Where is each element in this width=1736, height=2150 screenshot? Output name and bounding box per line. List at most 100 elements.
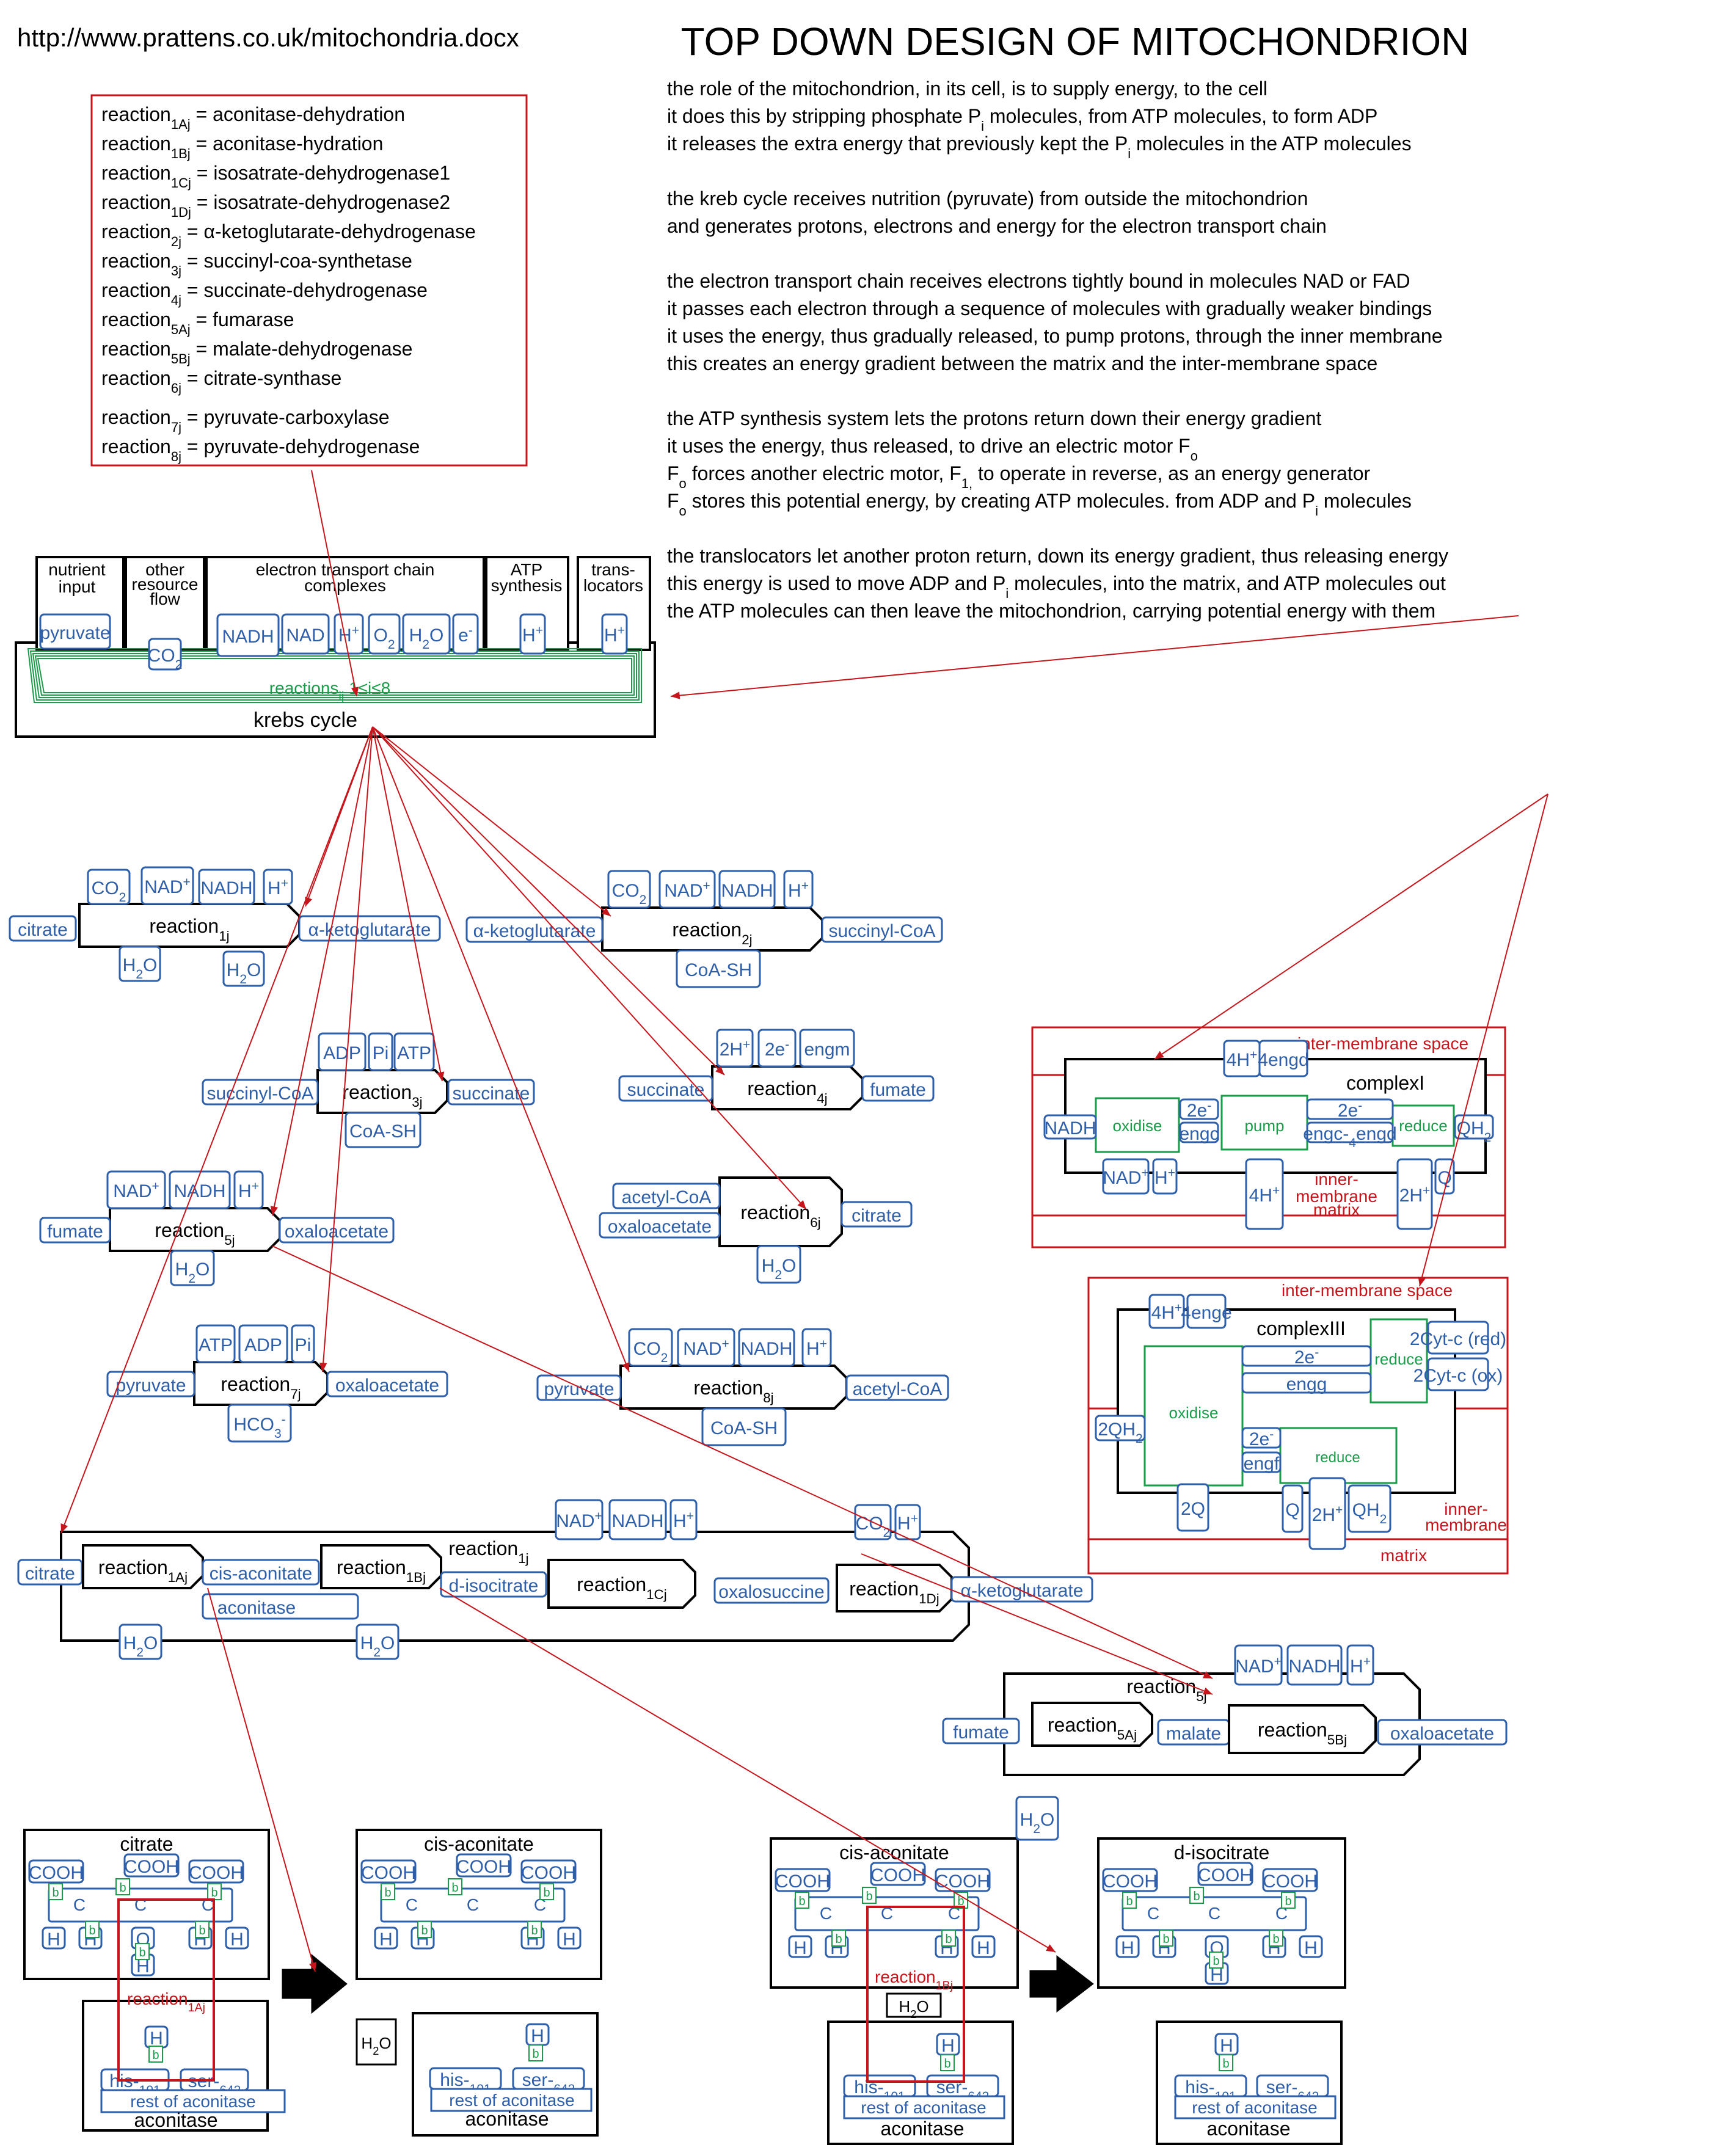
legend-base: reaction: [101, 279, 171, 301]
top-token-box: [658, 870, 716, 909]
formula-part: H: [673, 1511, 687, 1531]
formula-charge: +: [703, 879, 710, 893]
formula-part: 2: [188, 1272, 195, 1286]
input-token-box: [599, 1212, 721, 1239]
top-token-box: [263, 869, 293, 905]
description-line: it releases the extra energy that previo…: [667, 133, 1412, 161]
output-token-box: [950, 1576, 1093, 1603]
bond-label: b: [52, 1886, 59, 1900]
carbon-chain: [794, 1896, 980, 1931]
output-token-box: [821, 916, 943, 943]
formula-part: acetyl-CoA: [853, 1379, 943, 1399]
label-sub: 1Bj: [936, 1979, 953, 1992]
arrow-head: [270, 1206, 279, 1215]
bottom-token-box: [119, 946, 161, 982]
atom-token: H: [563, 1930, 576, 1950]
r1a-label: reaction1Aj: [127, 1989, 205, 2014]
mid-token-box: [440, 1571, 547, 1598]
formula-part: 2: [422, 638, 429, 652]
connector-arrow: [1154, 793, 1548, 1060]
reaction-1Dj-label: reaction1Dj: [849, 1578, 939, 1606]
formula-part: QH: [1108, 1419, 1136, 1440]
formula-charge: +: [252, 1179, 259, 1193]
legend-item: reaction4j = succinate-dehydrogenase: [101, 279, 428, 308]
legend-base: reaction: [101, 220, 171, 242]
formula-part: H: [409, 625, 423, 646]
top-token-box: [291, 1324, 315, 1363]
top-token-box: [368, 1032, 393, 1071]
complex-token: NAD+: [1103, 1166, 1149, 1189]
top-token-box: [716, 1029, 754, 1068]
atom-token: H: [793, 1938, 807, 1958]
reaction-1j-label: reaction1j: [149, 915, 229, 944]
complex-token-box: [1095, 1415, 1146, 1441]
atom-token: COOH: [775, 1871, 830, 1892]
top-token: NAD+: [1235, 1655, 1282, 1677]
input-token: fumate: [953, 1722, 1009, 1743]
formula-part: NAD: [286, 625, 324, 646]
formula-part: NADH: [222, 627, 274, 647]
formula-charge: +: [1175, 1301, 1182, 1315]
formula-charge: +: [536, 624, 543, 638]
description-line: and generates protons, electrons and ene…: [667, 215, 1327, 237]
bond-box: [1189, 1887, 1204, 1904]
top-token: Pi: [295, 1335, 312, 1355]
formula-charge: -: [1358, 1099, 1362, 1113]
formula-part: H: [175, 1259, 189, 1280]
citrate-panel-title: citrate: [120, 1833, 173, 1855]
reaction-5Aj-box: [1031, 1702, 1153, 1747]
carbon-label: C: [881, 1904, 893, 1923]
water-token-box: [1015, 1796, 1059, 1841]
legend-sub: 1Dj: [171, 205, 191, 220]
legend-base: reaction: [101, 250, 171, 272]
legend-rest: = isosatrate-dehydrogenase1: [191, 162, 450, 184]
legend-rest: = aconitase-dehydration: [191, 103, 405, 125]
reaction-1Cj-box: [547, 1559, 696, 1609]
formula-part: H: [563, 1930, 576, 1950]
description-part: molecules: [1318, 490, 1412, 512]
top-token: pyruvate: [40, 623, 110, 643]
atom-token-box: [360, 1859, 417, 1884]
legend-rest: = succinate-dehydrogenase: [181, 279, 428, 301]
bottom-token: CoA-SH: [685, 960, 752, 980]
formula-part: H: [1020, 1810, 1034, 1830]
formula-part: H: [793, 1938, 807, 1958]
formula-part: e: [1305, 1347, 1315, 1368]
top-token: ADP: [244, 1335, 282, 1355]
formula-part: H: [1236, 1050, 1250, 1070]
process-arrow: [1029, 1955, 1094, 2013]
description-part: the translocators let another proton ret…: [667, 545, 1448, 567]
complex-token-box: [1454, 1114, 1494, 1140]
formula-part: engc: [1179, 1124, 1219, 1144]
formula-part: succinate: [453, 1084, 530, 1104]
output-token: α-ketoglutarate: [308, 920, 431, 940]
formula-charge: +: [618, 624, 625, 638]
legend-sub: 2j: [171, 234, 181, 249]
reaction-5Bj-box: [1228, 1704, 1377, 1754]
bond-box: [1159, 1930, 1173, 1947]
output-token: oxaloacetate: [1390, 1724, 1494, 1744]
formula-part: enge: [1191, 1303, 1232, 1323]
label-base: reaction: [98, 1556, 168, 1578]
complex-token-box: [1152, 1158, 1178, 1195]
complex-token-box: [1427, 1357, 1489, 1391]
connector-arrow: [272, 726, 373, 1216]
complex-token: 4H+: [1151, 1301, 1183, 1324]
connector-arrow: [670, 615, 1519, 697]
formula-part: 2: [119, 891, 126, 905]
top-token: H+: [604, 624, 625, 646]
description-part: and generates protons, electrons and ene…: [667, 215, 1327, 237]
formula-part: H: [123, 955, 136, 975]
reaction-3j-box: [316, 1069, 448, 1114]
complex-token: QH2: [1352, 1500, 1387, 1526]
atom-token: H: [230, 1930, 244, 1950]
column-label: input: [59, 577, 96, 596]
formula-charge: +: [743, 1038, 750, 1052]
formula-part: fumate: [47, 1222, 103, 1242]
formula-part: NADH: [173, 1181, 225, 1201]
description-part: this creates an energy gradient between …: [667, 352, 1377, 374]
bottom-token: H2O: [227, 960, 261, 986]
atom-token: COOH: [361, 1863, 416, 1883]
label-sub: 5Bj: [1327, 1732, 1347, 1747]
top-token: H+: [238, 1179, 259, 1202]
